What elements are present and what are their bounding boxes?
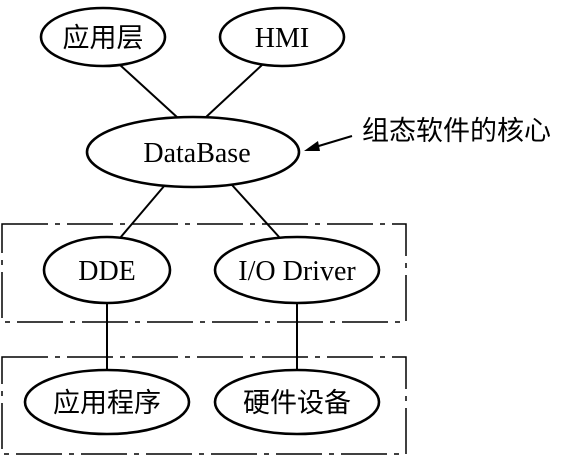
edge-database-io-driver (231, 184, 281, 239)
node-dde: DDE (42, 235, 172, 305)
core-annotation: 组态软件的核心 (362, 116, 551, 147)
node-database-label: DataBase (143, 138, 250, 169)
node-hmi-label: HMI (255, 23, 309, 54)
node-hardware-label: 硬件设备 (243, 388, 351, 419)
node-hmi: HMI (218, 6, 346, 68)
device-layer-box (1, 356, 407, 455)
driver-layer-box (1, 223, 407, 323)
node-app-layer-label: 应用层 (63, 23, 144, 54)
node-app-program: 应用程序 (23, 368, 191, 436)
edge-hmi-database (204, 64, 263, 119)
node-database: DataBase (85, 115, 301, 189)
node-app-program-label: 应用程序 (53, 388, 161, 419)
edge-database-dde (119, 184, 166, 239)
node-io-driver: I/O Driver (213, 235, 381, 305)
node-hardware: 硬件设备 (213, 368, 381, 436)
edge-app-layer-database (119, 64, 179, 119)
arrow-head (304, 141, 320, 151)
node-app-layer: 应用层 (39, 6, 167, 68)
node-dde-label: DDE (78, 256, 136, 287)
node-io-driver-label: I/O Driver (238, 256, 356, 287)
